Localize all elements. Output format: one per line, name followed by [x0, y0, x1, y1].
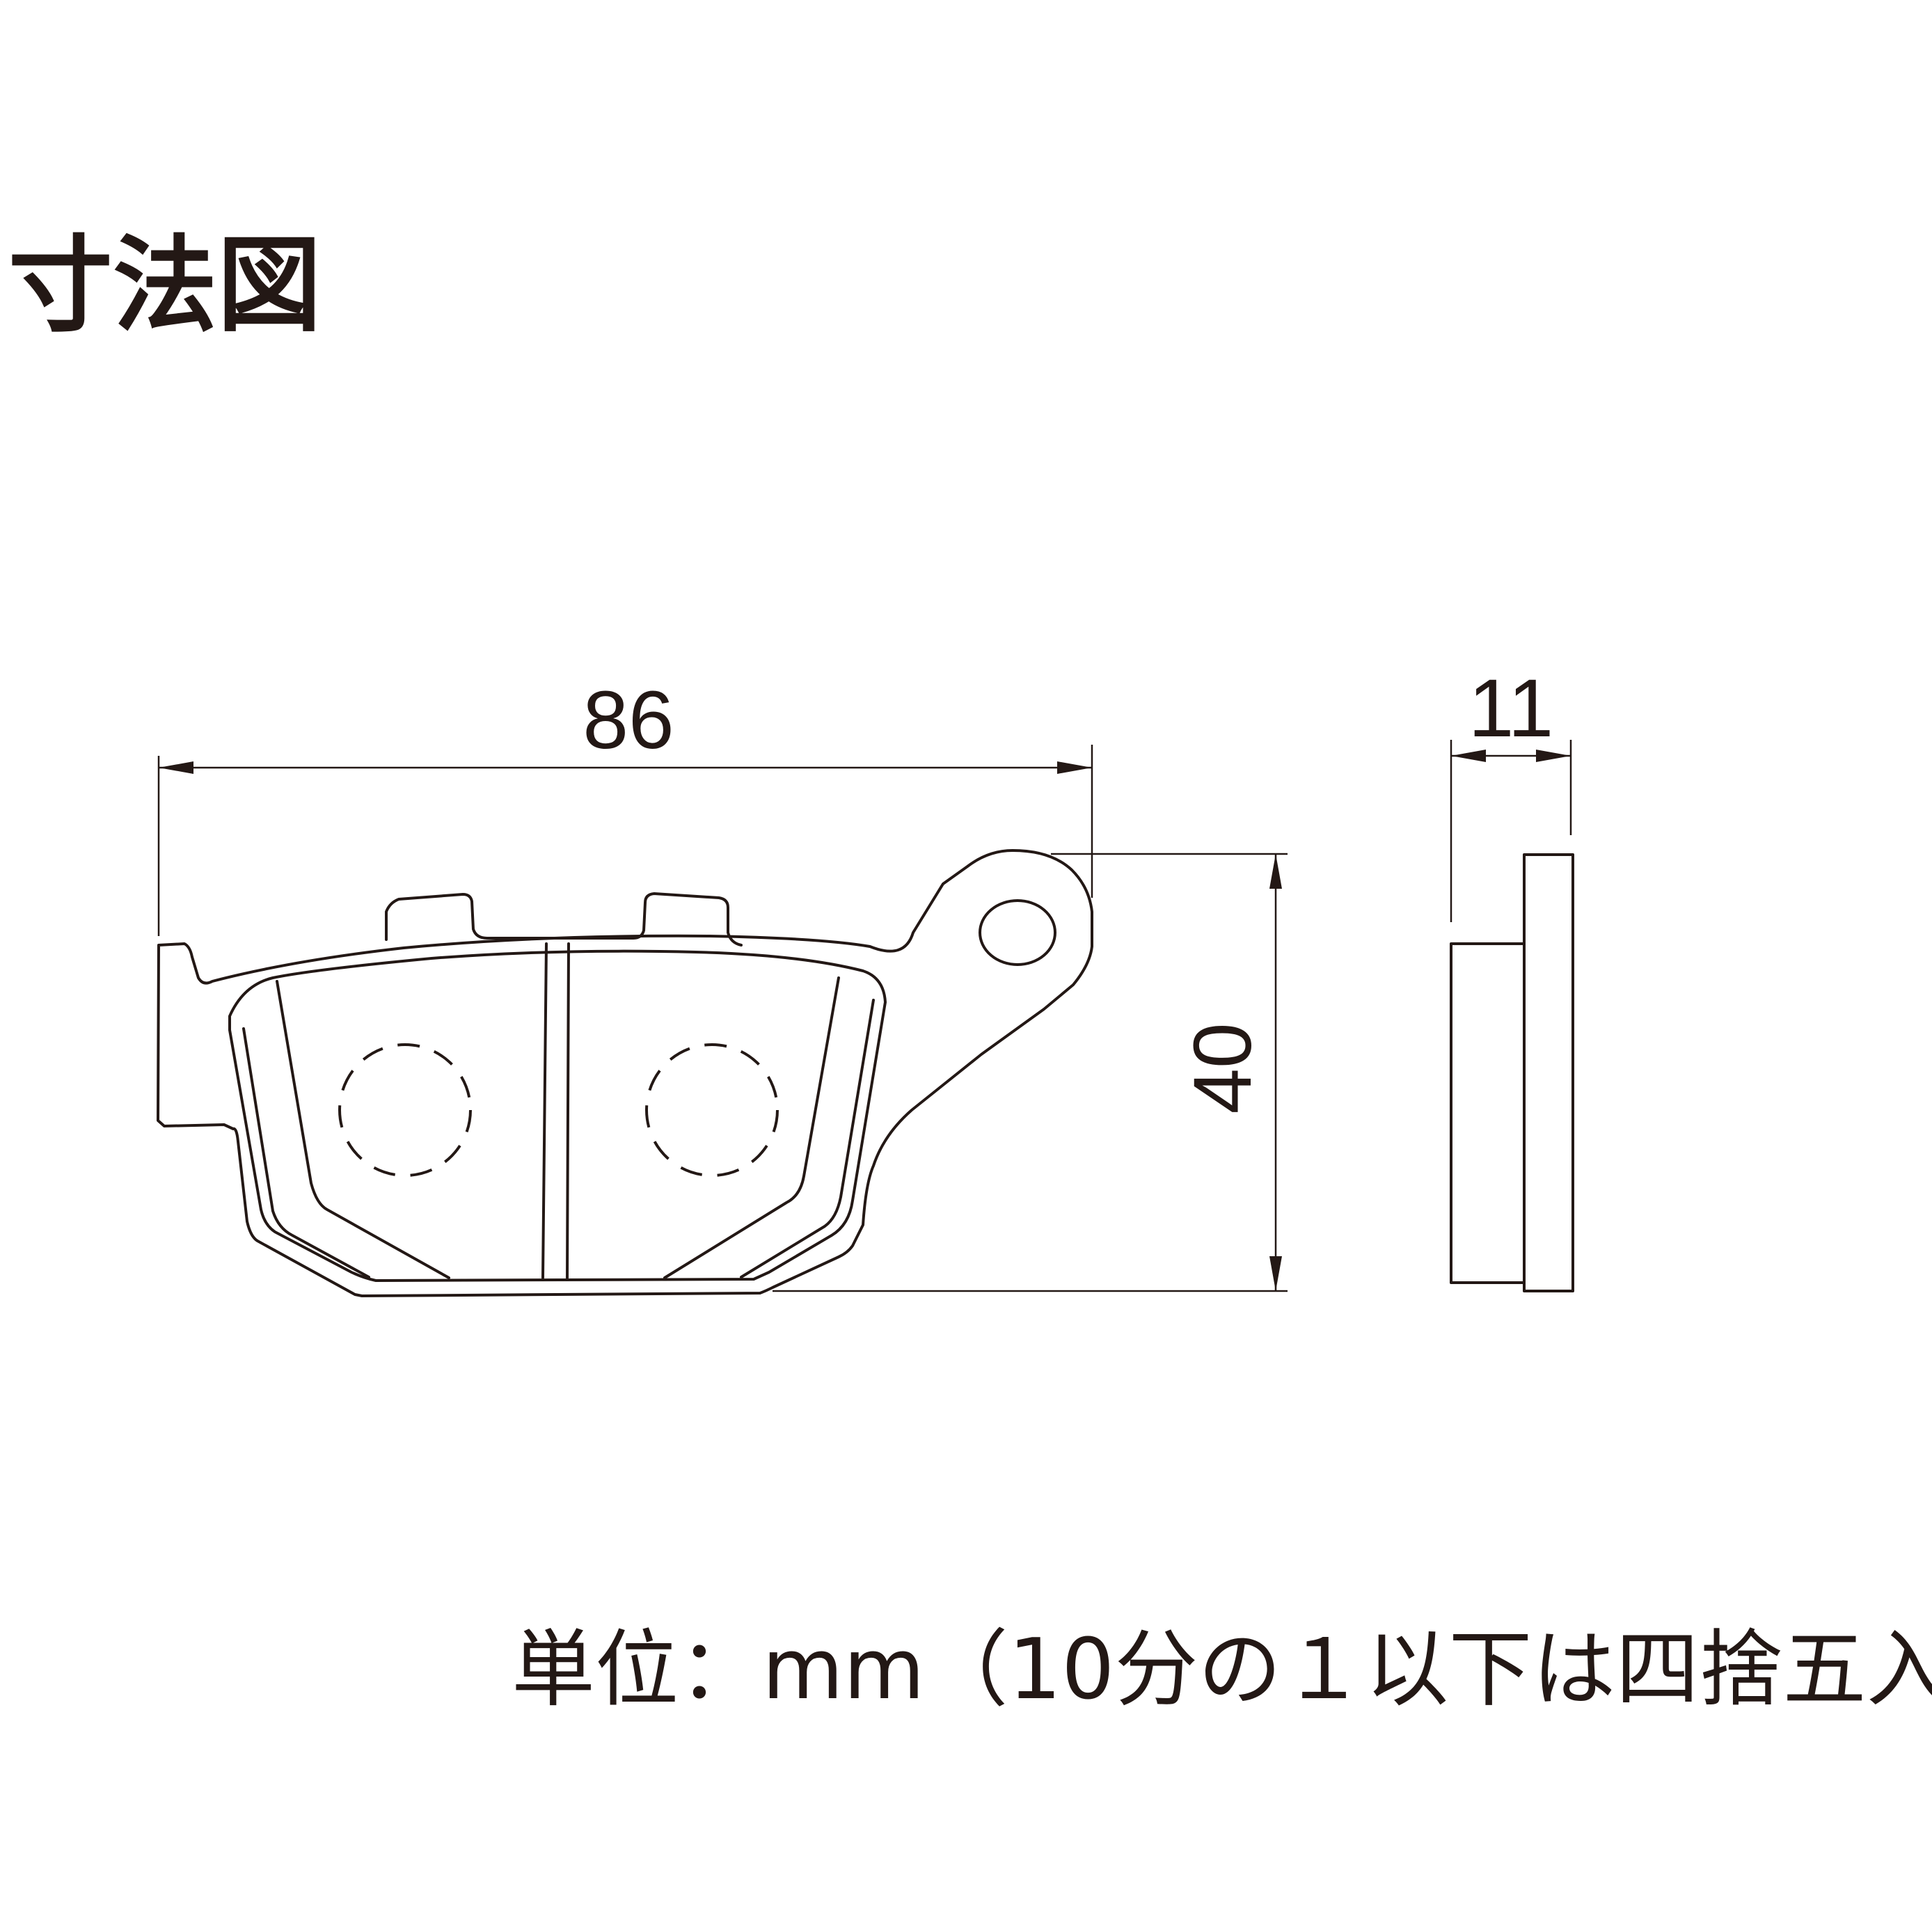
width-label: 86 — [583, 674, 674, 766]
side-backing-plate — [1523, 853, 1574, 1292]
thickness-arrow-left — [1451, 750, 1486, 762]
center-slot — [541, 942, 570, 1279]
height-arrow-bottom — [1269, 1256, 1282, 1291]
brake-pad-side-view — [1450, 853, 1574, 1292]
backing-plate-outline — [157, 849, 1093, 1297]
friction-material-inner — [242, 999, 875, 1278]
upper-tab-left — [385, 892, 743, 947]
width-arrow-left — [159, 761, 193, 774]
thickness-label: 11 — [1468, 663, 1554, 754]
dashed-circle-right — [645, 1043, 779, 1177]
page-title: 寸法図 — [8, 225, 322, 347]
thickness-arrow-right — [1536, 750, 1571, 762]
unit-note: 単位：mm（10分の１以下は四捨五入） — [512, 1622, 1932, 1718]
mounting-hole — [979, 899, 1056, 966]
pad-left-segment — [276, 980, 450, 1279]
width-dimension: 86 — [157, 674, 1093, 936]
height-arrow-top — [1269, 854, 1282, 889]
width-arrow-right — [1057, 761, 1092, 774]
height-label: 40 — [1177, 1022, 1269, 1114]
height-dimension: 40 — [773, 853, 1288, 1292]
friction-material-outer — [228, 949, 887, 1282]
thickness-dimension: 11 — [1450, 663, 1572, 922]
brake-pad-front-view — [157, 849, 1093, 1297]
side-friction-material — [1450, 942, 1526, 1284]
dashed-circle-left — [338, 1043, 472, 1177]
pad-right-segment — [663, 976, 840, 1279]
